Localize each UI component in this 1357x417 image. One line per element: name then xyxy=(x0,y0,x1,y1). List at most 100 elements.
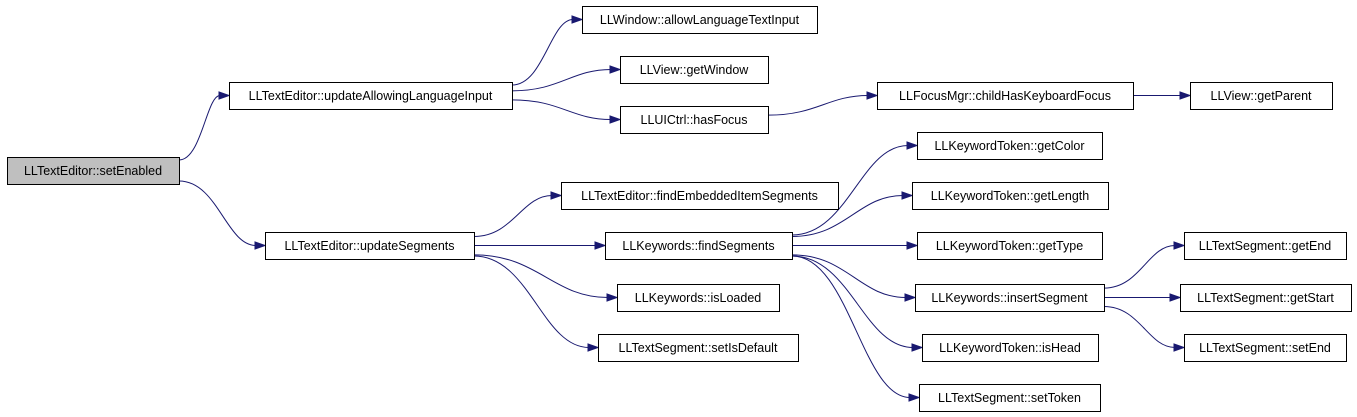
arrowhead xyxy=(904,293,917,302)
arrowhead xyxy=(908,393,921,402)
node-box xyxy=(1190,82,1333,110)
arrowhead xyxy=(1169,293,1182,302)
arrowhead xyxy=(587,343,600,352)
edge-findSeg-getLength xyxy=(791,195,904,237)
arrowhead xyxy=(606,293,619,302)
node-label: LLTextSegment::getStart xyxy=(1197,291,1334,305)
edge-setEnabled-updAllow xyxy=(178,95,221,161)
arrowhead xyxy=(1173,343,1186,352)
node-isHead[interactable]: LLKeywordToken::isHead xyxy=(922,334,1099,362)
node-label: LLTextSegment::setToken xyxy=(938,391,1081,405)
node-getWindow[interactable]: LLView::getWindow xyxy=(620,56,769,84)
node-box xyxy=(919,384,1101,412)
arrowhead xyxy=(550,191,563,200)
node-getColor[interactable]: LLKeywordToken::getColor xyxy=(917,132,1103,160)
node-hasFocus[interactable]: LLUICtrl::hasFocus xyxy=(620,106,769,134)
node-label: LLKeywordToken::isHead xyxy=(939,341,1081,355)
node-box xyxy=(917,132,1103,160)
node-findEmb[interactable]: LLTextEditor::findEmbeddedItemSegments xyxy=(561,182,839,210)
node-box xyxy=(561,182,839,210)
node-label: LLTextEditor::updateAllowingLanguageInpu… xyxy=(249,89,493,103)
arrowhead xyxy=(609,115,622,124)
edge-findSeg-isHead xyxy=(791,255,914,348)
arrowhead xyxy=(594,241,607,250)
node-box xyxy=(877,82,1134,110)
node-box xyxy=(1184,232,1347,260)
node-label: LLKeywords::insertSegment xyxy=(931,291,1088,305)
node-box xyxy=(915,284,1105,312)
node-box xyxy=(605,232,793,260)
node-label: LLTextSegment::getEnd xyxy=(1199,239,1332,253)
arrowhead xyxy=(218,91,231,100)
node-box xyxy=(265,232,475,260)
node-setToken[interactable]: LLTextSegment::setToken xyxy=(919,384,1101,412)
arrowhead xyxy=(571,15,584,24)
node-label: LLUICtrl::hasFocus xyxy=(641,113,748,127)
node-label: LLTextEditor::setEnabled xyxy=(24,164,162,178)
node-label: LLKeywords::isLoaded xyxy=(635,291,762,305)
edge-setEnabled-updSeg xyxy=(178,180,257,246)
node-box xyxy=(598,334,799,362)
node-label: LLKeywordToken::getType xyxy=(936,239,1083,253)
edge-updSeg-isLoaded xyxy=(473,254,609,298)
nodes-layer: LLTextEditor::setEnabledLLTextEditor::up… xyxy=(7,6,1352,412)
node-box xyxy=(617,284,780,312)
edge-updAllow-allowLang xyxy=(511,19,574,86)
node-box xyxy=(917,232,1103,260)
node-setEnd[interactable]: LLTextSegment::setEnd xyxy=(1184,334,1347,362)
edge-findSeg-setToken xyxy=(791,255,911,398)
node-getLength[interactable]: LLKeywordToken::getLength xyxy=(912,182,1109,210)
node-label: LLView::getParent xyxy=(1211,89,1313,103)
edge-hasFocus-childKb xyxy=(767,95,869,116)
node-box xyxy=(922,334,1099,362)
edge-updSeg-findEmb xyxy=(473,195,553,237)
node-label: LLKeywordToken::getColor xyxy=(934,139,1084,153)
edge-findSeg-insertSeg xyxy=(791,254,907,298)
node-getEnd[interactable]: LLTextSegment::getEnd xyxy=(1184,232,1347,260)
node-setIsDef[interactable]: LLTextSegment::setIsDefault xyxy=(598,334,799,362)
edge-updSeg-setIsDef xyxy=(473,255,590,348)
arrowhead xyxy=(906,141,919,150)
arrowhead xyxy=(866,91,879,100)
node-label: LLTextSegment::setIsDefault xyxy=(619,341,778,355)
node-box xyxy=(582,6,818,34)
node-allowLang[interactable]: LLWindow::allowLanguageTextInput xyxy=(582,6,818,34)
edge-updAllow-getWindow xyxy=(511,69,612,92)
node-label: LLTextEditor::findEmbeddedItemSegments xyxy=(581,189,818,203)
node-label: LLTextEditor::updateSegments xyxy=(284,239,454,253)
edge-updAllow-hasFocus xyxy=(511,99,612,120)
node-label: LLView::getWindow xyxy=(640,63,750,77)
node-label: LLTextSegment::setEnd xyxy=(1199,341,1331,355)
arrowhead xyxy=(901,191,914,200)
node-label: LLKeywordToken::getLength xyxy=(931,189,1089,203)
edge-insertSeg-setEnd xyxy=(1103,306,1176,348)
node-updAllow[interactable]: LLTextEditor::updateAllowingLanguageInpu… xyxy=(229,82,513,110)
arrowhead xyxy=(911,343,924,352)
node-box xyxy=(620,106,769,134)
node-insertSeg[interactable]: LLKeywords::insertSegment xyxy=(915,284,1105,312)
edges-layer xyxy=(178,15,1192,402)
edge-insertSeg-getEnd xyxy=(1103,245,1176,289)
node-updSeg[interactable]: LLTextEditor::updateSegments xyxy=(265,232,475,260)
node-label: LLKeywords::findSegments xyxy=(622,239,774,253)
node-box xyxy=(620,56,769,84)
node-childKb[interactable]: LLFocusMgr::childHasKeyboardFocus xyxy=(877,82,1134,110)
arrowhead xyxy=(1179,91,1192,100)
node-setEnabled[interactable]: LLTextEditor::setEnabled xyxy=(7,157,180,185)
node-getParent[interactable]: LLView::getParent xyxy=(1190,82,1333,110)
arrowhead xyxy=(906,241,919,250)
edge-findSeg-getColor xyxy=(791,145,909,236)
node-isLoaded[interactable]: LLKeywords::isLoaded xyxy=(617,284,780,312)
node-box xyxy=(1180,284,1352,312)
arrowhead xyxy=(1173,241,1186,250)
node-getType[interactable]: LLKeywordToken::getType xyxy=(917,232,1103,260)
node-getStart[interactable]: LLTextSegment::getStart xyxy=(1180,284,1352,312)
node-label: LLWindow::allowLanguageTextInput xyxy=(600,13,800,27)
node-box xyxy=(1184,334,1347,362)
node-box xyxy=(7,157,180,185)
node-box xyxy=(912,182,1109,210)
node-findSeg[interactable]: LLKeywords::findSegments xyxy=(605,232,793,260)
arrowhead xyxy=(254,241,267,250)
node-box xyxy=(229,82,513,110)
